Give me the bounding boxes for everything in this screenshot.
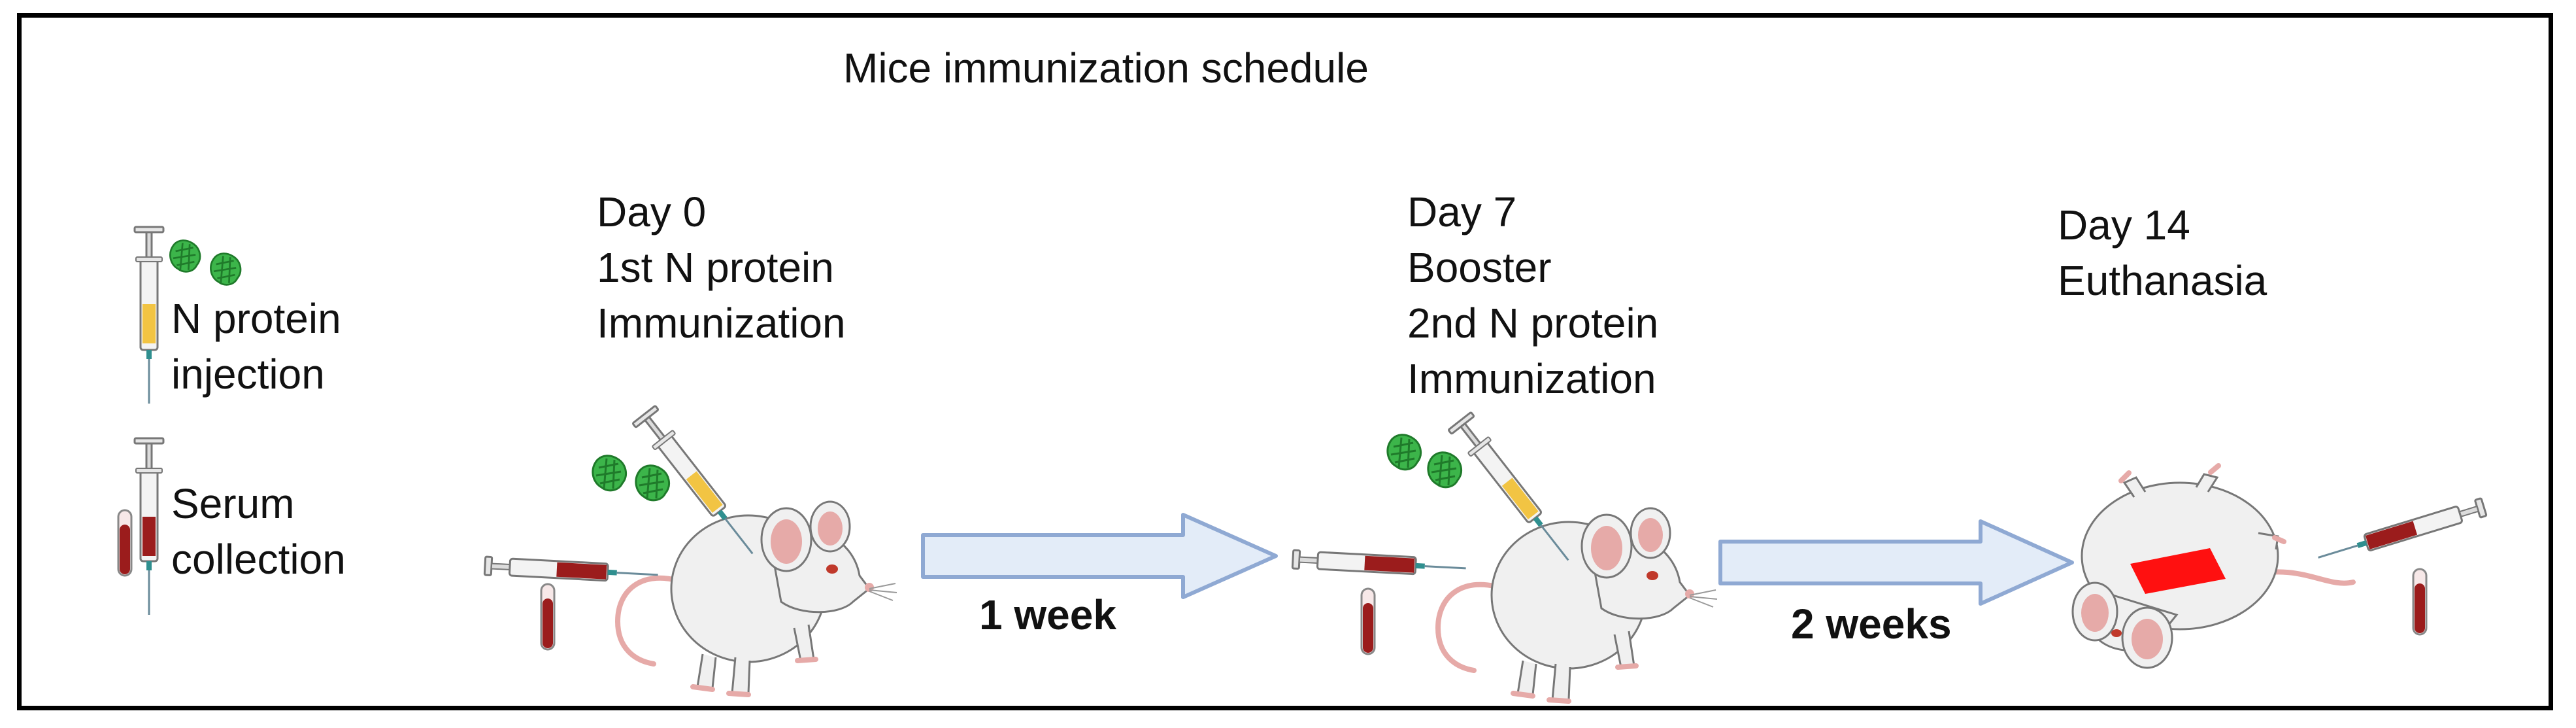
stage3-day-label: Day 14 bbox=[2058, 201, 2190, 249]
stage2-collection-syringe-icon bbox=[1291, 549, 1467, 579]
stage3-line2: Euthanasia bbox=[2058, 257, 2267, 304]
legend-injection-syringe-icon bbox=[133, 226, 165, 405]
legend-injection-label-line2: injection bbox=[171, 351, 325, 398]
stage1-blood-tube-icon bbox=[540, 583, 556, 651]
stage1-line3: Immunization bbox=[597, 300, 846, 347]
stage1-protein-icon bbox=[592, 455, 671, 502]
legend-collection-label-line1: Serum bbox=[171, 480, 295, 527]
stage2-protein-icon bbox=[1386, 434, 1463, 489]
stage2-line2: Booster bbox=[1407, 244, 1552, 291]
legend-blood-tube-icon bbox=[117, 509, 133, 577]
stage2-day-label: Day 7 bbox=[1407, 188, 1517, 235]
figure-border bbox=[17, 13, 2553, 710]
stage1-injection-syringe-icon bbox=[631, 404, 765, 564]
stage2-blood-tube-icon bbox=[1360, 587, 1376, 655]
legend-collection-label-line2: collection bbox=[171, 536, 346, 583]
page-title: Mice immunization schedule bbox=[843, 44, 1369, 92]
stage1-day-label: Day 0 bbox=[597, 188, 707, 235]
interval-arrow-2 bbox=[1718, 519, 2074, 606]
stage2-mouse-icon bbox=[1438, 508, 1717, 701]
stage3-euthanized-mouse-icon bbox=[2071, 463, 2356, 669]
legend-collection-syringe-icon bbox=[133, 437, 165, 616]
stage2-injection-syringe-icon bbox=[1447, 411, 1581, 570]
stage1-collection-syringe-icon bbox=[483, 555, 660, 585]
stage1-line2: 1st N protein bbox=[597, 244, 834, 291]
legend-protein-icon bbox=[169, 239, 242, 286]
interval-arrow-1 bbox=[921, 513, 1278, 599]
interval-label-1: 1 week bbox=[979, 591, 1116, 638]
interval-label-2: 2 weeks bbox=[1791, 600, 1952, 648]
stage3-blood-tube-icon bbox=[2412, 568, 2428, 636]
stage2-line3: 2nd N protein bbox=[1407, 300, 1659, 347]
stage2-line4: Immunization bbox=[1407, 355, 1656, 402]
legend-injection-label-line1: N protein bbox=[171, 295, 341, 342]
stage1-mouse-icon bbox=[618, 502, 897, 695]
stage3-collection-syringe-icon bbox=[2314, 497, 2488, 568]
